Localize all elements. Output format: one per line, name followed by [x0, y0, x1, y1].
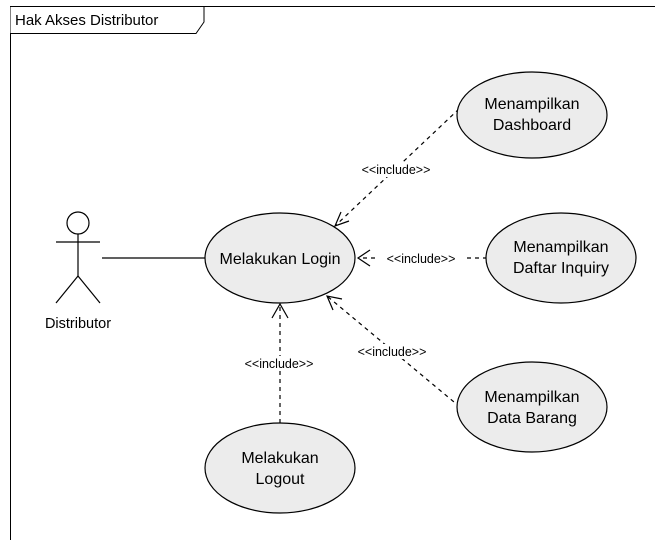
actor-distributor — [55, 211, 101, 304]
use-case-dashboard: Menampilkan Dashboard — [456, 71, 608, 159]
actor-name: Distributor — [45, 316, 111, 332]
use-case-logout-label-line2: Logout — [256, 471, 305, 488]
use-case-logout: Melakukan Logout — [204, 422, 356, 514]
actor-right-leg — [77, 275, 101, 304]
include-barang-label: <<include>> — [358, 345, 427, 359]
include-inquiry-label: <<include>> — [387, 252, 456, 266]
use-case-barang-label-line2: Data Barang — [487, 410, 577, 427]
use-case-logout-label-line1: Melakukan — [241, 450, 318, 467]
include-inquiry-label-group: <<include>> — [376, 251, 466, 266]
include-dashboard — [333, 108, 460, 228]
include-barang-arrowhead — [325, 295, 343, 311]
use-case-inquiry: Menampilkan Daftar Inquiry — [485, 212, 637, 304]
include-logout-label: <<include>> — [245, 357, 314, 371]
use-case-dashboard-label-line1: Menampilkan — [484, 96, 579, 113]
use-case-barang-label-line1: Menampilkan — [484, 389, 579, 406]
use-case-dashboard-label-line2: Dashboard — [493, 117, 571, 134]
frame-title: Hak Akses Distributor — [15, 12, 158, 29]
actor-left-leg — [55, 275, 79, 304]
include-dashboard-label: <<include>> — [362, 163, 431, 177]
use-case-inquiry-label-line2: Daftar Inquiry — [513, 260, 609, 277]
include-barang — [325, 295, 461, 408]
include-logout-label-group: <<include>> — [233, 356, 325, 371]
actor-head — [66, 211, 90, 235]
include-dashboard-label-group: <<include>> — [350, 162, 442, 177]
frame-title-tab — [10, 6, 205, 34]
diagram-frame: Hak Akses Distributor — [10, 6, 655, 540]
use-case-inquiry-label-line1: Menampilkan — [513, 239, 608, 256]
include-dashboard-arrowhead — [333, 211, 350, 228]
use-case-barang: Menampilkan Data Barang — [456, 361, 608, 453]
include-inquiry-arrowhead — [356, 249, 371, 267]
use-case-login-label: Melakukan Login — [220, 251, 341, 268]
include-logout-arrowhead — [271, 302, 289, 319]
include-barang-label-group: <<include>> — [346, 344, 438, 359]
use-case-login: Melakukan Login — [204, 212, 356, 304]
